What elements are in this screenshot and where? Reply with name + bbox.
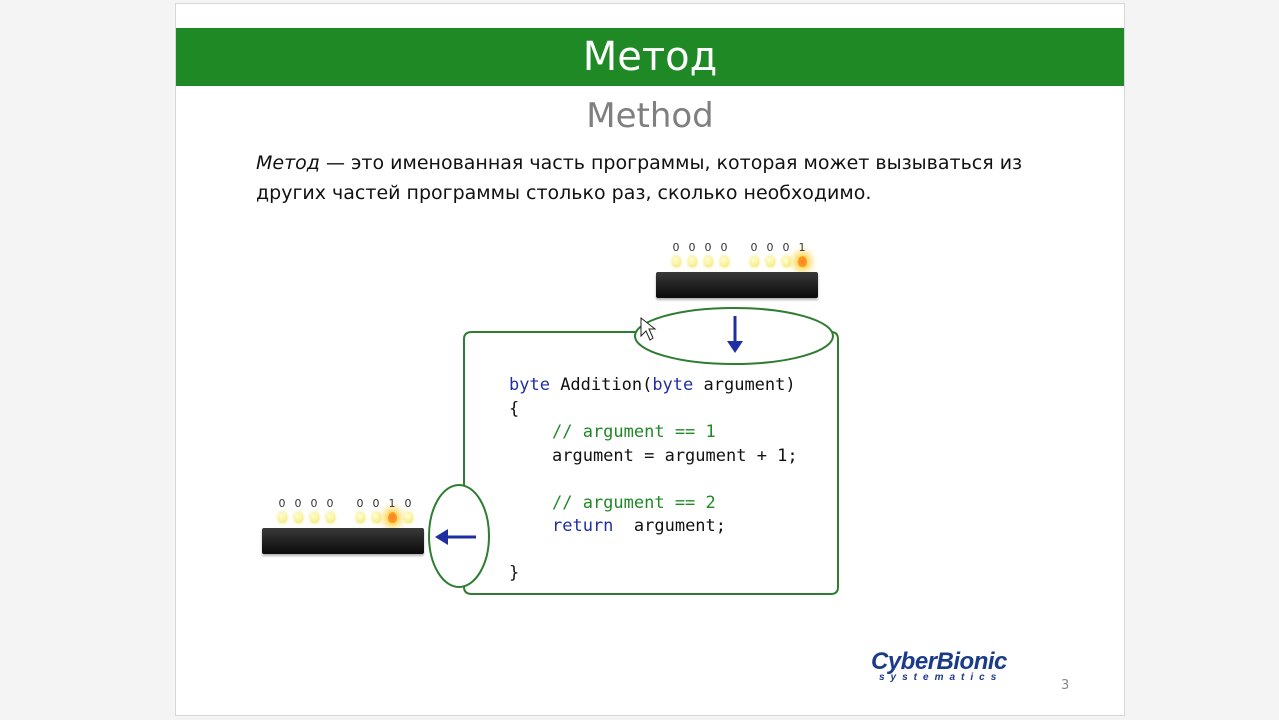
top-register-bulbs: 0 0 0 0 0 0 0 1	[668, 242, 810, 267]
cyberbionic-logo: CyberBionic systematics	[871, 648, 1007, 683]
code-line: // argument == 1	[552, 422, 716, 442]
bit-bulb: 0	[352, 498, 368, 523]
bit-bulb: 0	[306, 498, 322, 523]
bit-bulb: 0	[274, 498, 290, 523]
bottom-register-bulbs: 0 0 0 0 0 0 1 0	[274, 498, 416, 523]
bit-bulb: 0	[400, 498, 416, 523]
bit-bulb: 0	[668, 242, 684, 267]
register-base	[262, 528, 424, 554]
code-block: byte Addition(byte argument) { // argument…	[509, 374, 798, 586]
bit-bulb: 0	[290, 498, 306, 523]
method-frame	[463, 331, 839, 595]
bit-bulb-lit: 1	[384, 498, 400, 523]
bit-bulb: 0	[322, 498, 338, 523]
code-line: argument = argument + 1;	[552, 445, 798, 466]
bit-bulb-lit: 1	[794, 242, 810, 267]
bit-bulb: 0	[684, 242, 700, 267]
slide-subtitle: Method	[586, 96, 714, 136]
bit-bulb: 0	[368, 498, 384, 523]
definition-term: Метод	[256, 152, 320, 174]
code-line: {	[509, 398, 520, 419]
slide: Метод Method Метод — это именованная час…	[175, 3, 1125, 716]
page-number: 3	[1061, 678, 1070, 693]
bit-bulb: 0	[762, 242, 778, 267]
slide-title: Метод	[176, 28, 1124, 86]
code-line: return argument;	[552, 516, 727, 536]
definition-body: — это именованная часть программы, котор…	[256, 152, 1023, 204]
code-line: byte Addition(byte argument)	[509, 375, 796, 395]
bit-bulb: 0	[778, 242, 794, 267]
logo-brand: CyberBionic	[871, 648, 1007, 675]
bit-bulb: 0	[700, 242, 716, 267]
top-register: 0 0 0 0 0 0 0 1	[656, 242, 818, 302]
bottom-register: 0 0 0 0 0 0 1 0	[262, 498, 424, 558]
flow-diagram	[428, 307, 839, 595]
left-arrow-icon	[435, 529, 476, 545]
mouse-cursor-icon	[640, 316, 657, 341]
bit-bulb: 0	[746, 242, 762, 267]
register-base	[656, 272, 818, 298]
logo-tagline: systematics	[879, 672, 1003, 683]
code-line: // argument == 2	[552, 492, 716, 513]
down-arrow-icon	[727, 316, 743, 353]
definition-text: Метод — это именованная часть программы,…	[256, 148, 1076, 208]
bit-bulb: 0	[716, 242, 732, 267]
code-line: }	[509, 563, 520, 583]
